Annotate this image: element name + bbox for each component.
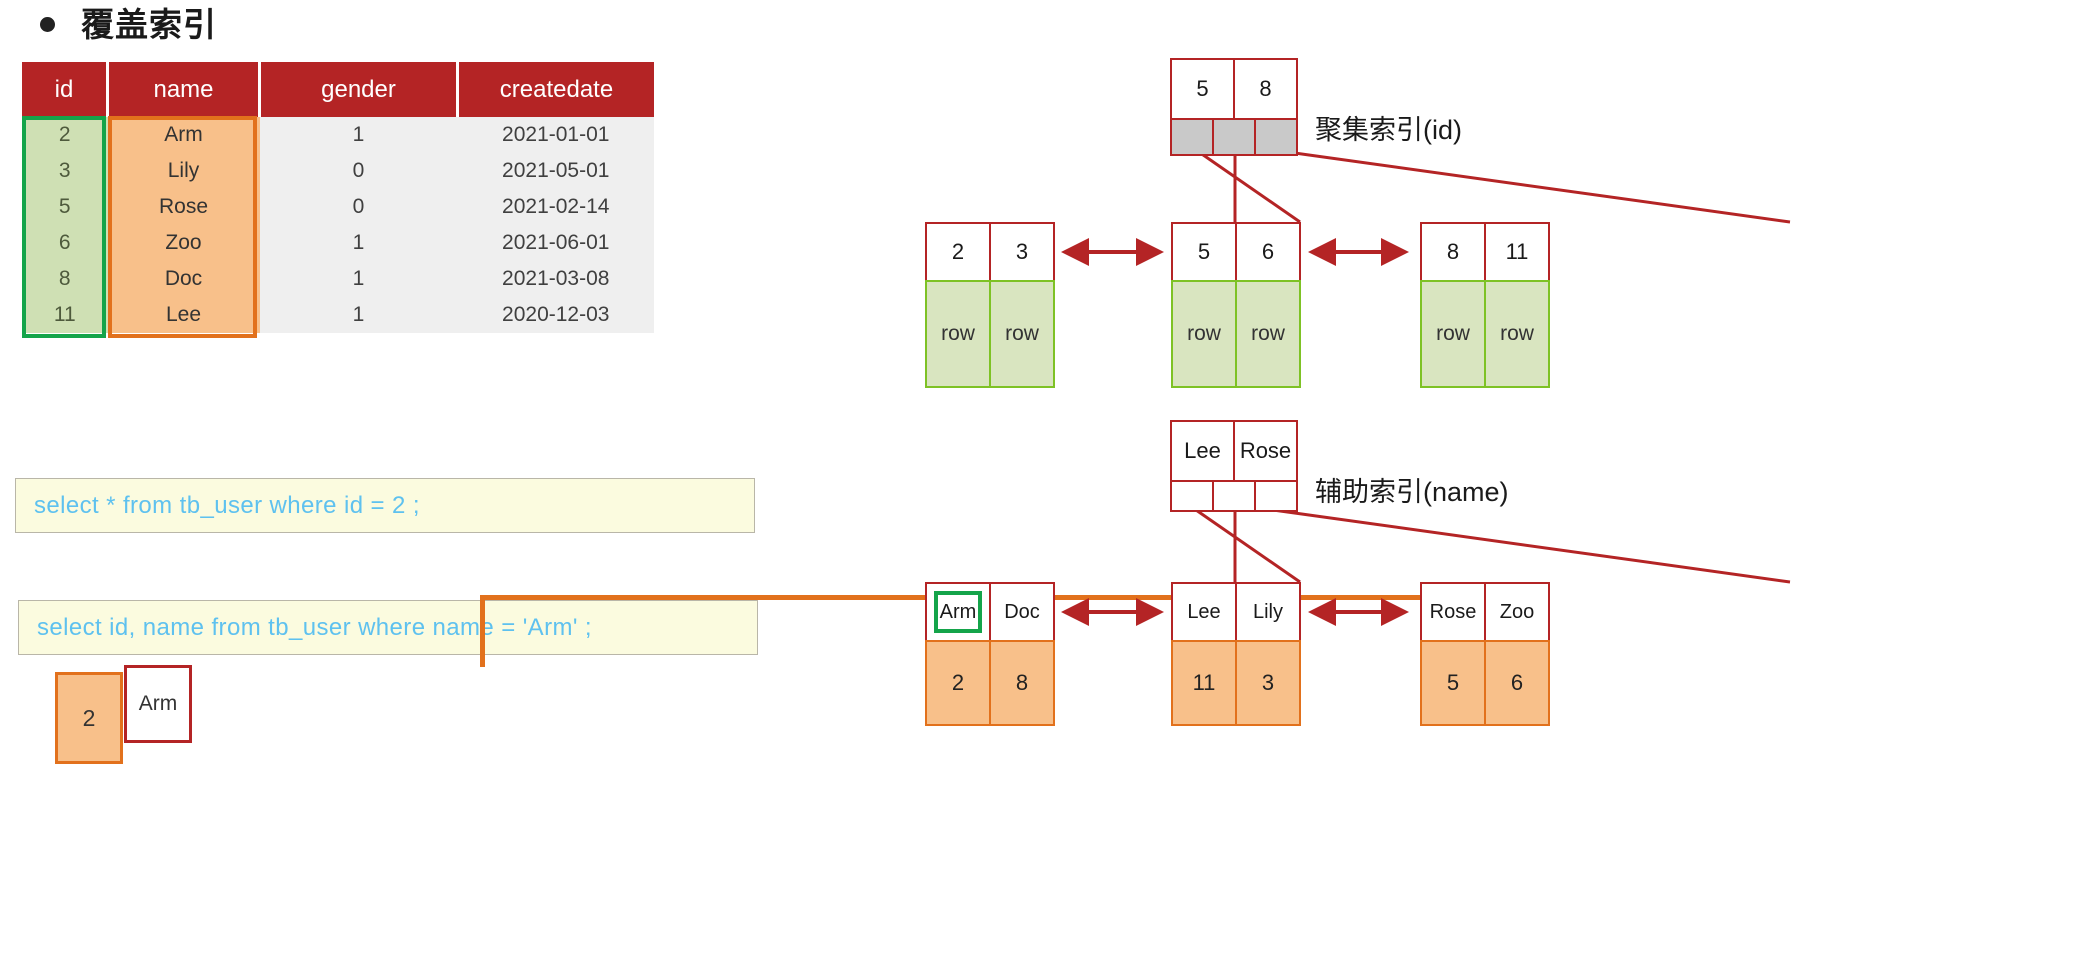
cell-gender: 1	[259, 225, 458, 261]
cell-createdate: 2021-01-01	[457, 117, 654, 153]
connector-vertical	[480, 595, 485, 667]
clustered-leaf-data: row row	[1420, 280, 1550, 388]
table-row: 5 Rose 0 2021-02-14	[22, 189, 654, 225]
column-header-createdate: createdate	[457, 62, 654, 117]
secondary-leaf-data: 11 3	[1171, 640, 1301, 726]
secondary-leaf-keys: Rose Zoo	[1420, 582, 1550, 642]
secondary-leaf-key: Doc	[989, 582, 1055, 642]
cell-id: 8	[22, 261, 108, 297]
secondary-root-pointer	[1170, 480, 1214, 512]
cell-name: Zoo	[107, 225, 260, 261]
clustered-leaf-keys: 2 3	[925, 222, 1055, 282]
cell-gender: 1	[259, 261, 458, 297]
cell-id: 5	[22, 189, 108, 225]
secondary-leaf-id: 2	[925, 640, 991, 726]
column-header-gender: gender	[259, 62, 459, 117]
secondary-index-label: 辅助索引(name)	[1315, 477, 1509, 507]
clustered-leaf-data: row row	[1171, 280, 1301, 388]
cell-createdate: 2021-06-01	[457, 225, 654, 261]
bullet-icon	[40, 17, 55, 32]
cell-createdate: 2021-02-14	[457, 189, 654, 225]
secondary-root-pointer	[1254, 480, 1298, 512]
secondary-leaf-keys: Lee Lily	[1171, 582, 1301, 642]
secondary-leaf-id: 6	[1484, 640, 1550, 726]
secondary-leaf-key: Lily	[1235, 582, 1301, 642]
table-row: 3 Lily 0 2021-05-01	[22, 153, 654, 189]
clustered-root-pointer	[1254, 118, 1298, 156]
clustered-leaf-key: 3	[989, 222, 1055, 282]
cell-createdate: 2021-05-01	[457, 153, 654, 189]
table-row: 6 Zoo 1 2021-06-01	[22, 225, 654, 261]
clustered-root-pointers	[1170, 118, 1298, 156]
name-column-highlight	[108, 116, 257, 338]
cell-createdate: 2021-03-08	[457, 261, 654, 297]
sql-query-2-text: select id, name from tb_user where name …	[37, 613, 592, 641]
page-heading: 覆盖索引	[40, 8, 217, 41]
cell-id: 2	[22, 117, 108, 153]
sql-query-1-text: select * from tb_user where id = 2 ;	[34, 491, 420, 519]
secondary-leaf-id: 3	[1235, 640, 1301, 726]
cell-gender: 0	[259, 189, 458, 225]
clustered-leaf-keys: 8 11	[1420, 222, 1550, 282]
secondary-leaf-id: 11	[1171, 640, 1237, 726]
secondary-leaf-data: 2 8	[925, 640, 1055, 726]
secondary-root-keys: Lee Rose	[1170, 420, 1298, 482]
cell-name: Lily	[107, 153, 260, 189]
clustered-root-pointer	[1170, 118, 1214, 156]
clustered-leaf-row: row	[989, 280, 1055, 388]
clustered-leaf-key: 11	[1484, 222, 1550, 282]
cell-id: 6	[22, 225, 108, 261]
cell-gender: 1	[259, 117, 458, 153]
cell-name: Doc	[107, 261, 260, 297]
secondary-leaf-key: Rose	[1420, 582, 1486, 642]
sql-query-1: select * from tb_user where id = 2 ;	[15, 478, 755, 533]
clustered-index-label: 聚集索引(id)	[1315, 115, 1462, 145]
secondary-leaf-id: 5	[1420, 640, 1486, 726]
sql-query-2: select id, name from tb_user where name …	[18, 600, 758, 655]
clustered-leaf-row: row	[925, 280, 991, 388]
result-cell-name: Arm	[124, 665, 192, 743]
cell-gender: 1	[259, 297, 458, 333]
secondary-root-pointers	[1170, 480, 1298, 512]
clustered-leaf-row: row	[1420, 280, 1486, 388]
result-cell-id: 2	[55, 672, 123, 764]
clustered-root-keys: 5 8	[1170, 58, 1298, 120]
heading-text: 覆盖索引	[81, 6, 217, 43]
cell-name: Lee	[107, 297, 260, 333]
cell-gender: 0	[259, 153, 458, 189]
cell-id: 3	[22, 153, 108, 189]
secondary-leaf-id: 8	[989, 640, 1055, 726]
clustered-leaf-row: row	[1171, 280, 1237, 388]
clustered-leaf-keys: 5 6	[1171, 222, 1301, 282]
cell-id: 11	[22, 297, 108, 333]
id-column-highlight	[22, 116, 106, 338]
clustered-leaf-key: 2	[925, 222, 991, 282]
table-row: 11 Lee 1 2020-12-03	[22, 297, 654, 333]
clustered-leaf-key: 6	[1235, 222, 1301, 282]
clustered-leaf-row: row	[1484, 280, 1550, 388]
table-header-row: id name gender createdate	[22, 62, 654, 117]
cell-createdate: 2020-12-03	[457, 297, 654, 333]
secondary-root-key: Lee	[1170, 420, 1235, 482]
clustered-root-pointer	[1212, 118, 1256, 156]
secondary-leaf-key: Zoo	[1484, 582, 1550, 642]
secondary-leaf-key-highlight	[934, 591, 982, 633]
secondary-root-key: Rose	[1233, 420, 1298, 482]
clustered-root-key: 8	[1233, 58, 1298, 120]
table-row: 2 Arm 1 2021-01-01	[22, 117, 654, 153]
cell-name: Rose	[107, 189, 260, 225]
clustered-leaf-key: 5	[1171, 222, 1237, 282]
clustered-leaf-key: 8	[1420, 222, 1486, 282]
clustered-leaf-data: row row	[925, 280, 1055, 388]
column-header-name: name	[107, 62, 261, 117]
clustered-root-key: 5	[1170, 58, 1235, 120]
column-header-id: id	[22, 62, 109, 117]
tb-user-table: id name gender createdate 2 Arm 1 2021-0…	[22, 62, 654, 333]
secondary-root-pointer	[1212, 480, 1256, 512]
table-row: 8 Doc 1 2021-03-08	[22, 261, 654, 297]
secondary-leaf-data: 5 6	[1420, 640, 1550, 726]
clustered-leaf-row: row	[1235, 280, 1301, 388]
cell-name: Arm	[107, 117, 260, 153]
secondary-leaf-key: Lee	[1171, 582, 1237, 642]
